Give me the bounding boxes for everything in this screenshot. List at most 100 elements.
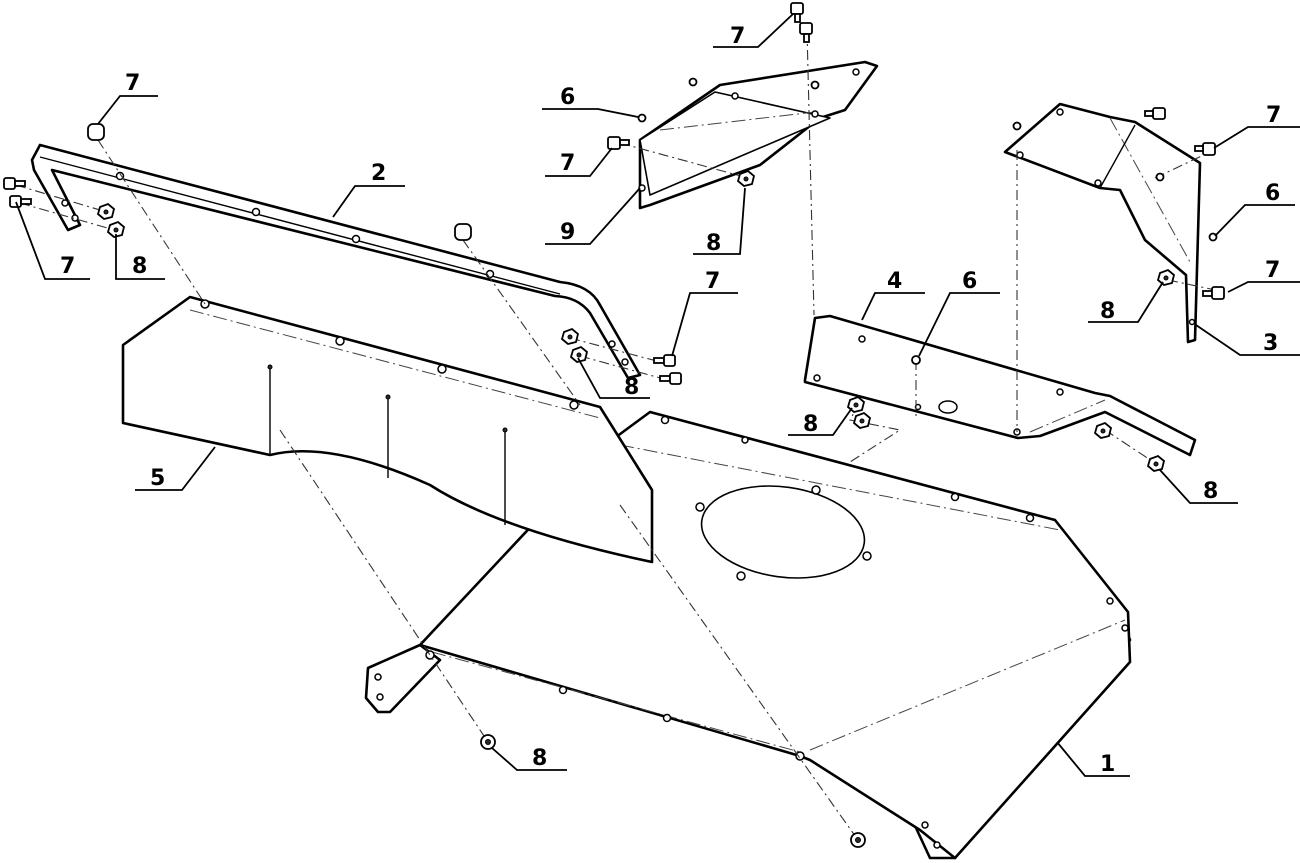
part-9-hole [852, 68, 860, 76]
part-3-hole [1188, 318, 1196, 326]
callout-3: 3 [1195, 324, 1300, 356]
callout-label: 5 [150, 466, 165, 491]
nut-icon [852, 411, 872, 429]
assembly-line [15, 184, 111, 214]
part-1-hole [1025, 513, 1035, 523]
part-1-hole [662, 713, 672, 723]
part-5-slot-end [385, 394, 391, 400]
callout-8: 8 [115, 234, 165, 280]
callout-8: 8 [491, 746, 567, 771]
bolt-icon [1144, 107, 1166, 120]
callout-6: 6 [1214, 181, 1295, 237]
cap-nut-icon [454, 223, 472, 241]
part-4-fold-line [1029, 399, 1106, 433]
callout-8: 8 [788, 407, 853, 437]
bolt-icon [799, 22, 813, 43]
part-2-hole [608, 340, 616, 348]
part-2-hole [351, 234, 361, 244]
nut-icon [569, 345, 589, 363]
part-5-hole [569, 400, 579, 410]
part-9-upper-bracket [638, 60, 879, 210]
cap-nut-icon [87, 123, 105, 141]
part-5-hole [335, 336, 345, 346]
callout-8: 8 [1159, 469, 1238, 504]
assembly-line [97, 139, 206, 305]
part-5-fold-line [189, 309, 601, 419]
part-5-deflector [121, 295, 654, 564]
callout-6: 6 [918, 269, 1000, 357]
callout-label: 8 [132, 254, 147, 279]
bolt-icon [607, 136, 630, 150]
part-2-bar-bracket [30, 143, 642, 380]
part-1-hole [950, 492, 960, 502]
assembly-line [849, 401, 902, 463]
callout-label: 7 [705, 269, 720, 294]
callout-label: 4 [887, 269, 902, 294]
screw-icon [637, 113, 647, 123]
callout-8: 8 [1088, 281, 1164, 324]
part-9-hole [731, 92, 739, 100]
callouts: 7 7 8 2 5 7 8 [15, 13, 1300, 777]
callout-label: 2 [371, 161, 386, 186]
nut-icon [736, 169, 756, 187]
callout-8: 8 [693, 187, 746, 256]
callout-8: 8 [577, 357, 650, 400]
part-1-fold-line [619, 444, 1061, 531]
part-2-hole [621, 358, 629, 366]
callout-5: 5 [135, 446, 216, 491]
screw-icon [810, 80, 820, 90]
part-1-hole [921, 821, 929, 829]
callout-1: 1 [1056, 741, 1130, 777]
screw-icon [688, 77, 698, 87]
callout-7: 7 [1213, 103, 1300, 149]
assembly-line [279, 429, 489, 743]
part-1-hole [933, 841, 941, 849]
part-3-hole [1016, 151, 1024, 159]
hardware [3, 2, 1225, 848]
callout-label: 6 [560, 85, 575, 110]
callout-2: 2 [332, 161, 405, 218]
callout-label: 8 [803, 412, 818, 437]
callout-label: 7 [730, 24, 745, 49]
nut-icon [846, 395, 866, 413]
bolt-icon [659, 372, 682, 385]
callout-label: 6 [962, 269, 977, 294]
part-4-hole [813, 374, 821, 382]
callout-label: 8 [1100, 299, 1115, 324]
part-3-hole [1094, 179, 1102, 187]
part-4-shelf [803, 314, 1197, 457]
callout-label: 7 [60, 254, 75, 279]
assembly-line [19, 202, 119, 232]
callout-label: 7 [1265, 258, 1280, 283]
callout-label: 3 [1263, 331, 1278, 356]
callout-9: 9 [545, 187, 641, 245]
part-4-body [803, 314, 1197, 457]
assembly-line [619, 504, 859, 841]
nut-icon [1146, 454, 1166, 472]
assembly-line [619, 142, 749, 179]
bolt-icon [653, 354, 676, 367]
part-4-opening [938, 400, 958, 414]
callout-7: 7 [97, 71, 158, 125]
part-1-hole [862, 551, 872, 561]
bolt-icon [9, 195, 32, 208]
callout-label: 1 [1100, 752, 1115, 777]
callout-label: 9 [560, 220, 575, 245]
callout-7: 7 [545, 147, 613, 177]
part-1-hole [1106, 597, 1114, 605]
part-1-hole [425, 650, 435, 660]
nut-icon [96, 202, 116, 220]
part-1-hole [695, 502, 705, 512]
part-1-hole [741, 436, 749, 444]
part-2-hole [115, 171, 125, 181]
part-1-hole [736, 571, 746, 581]
part-1-hole [1121, 624, 1129, 632]
part-3-hole [1056, 108, 1064, 116]
part-1-hole [558, 685, 568, 695]
callout-7: 7 [15, 201, 90, 280]
screw-icon [1012, 121, 1022, 131]
nut-icon [1156, 268, 1176, 286]
callout-label: 8 [532, 746, 547, 771]
callout-7: 7 [1227, 258, 1300, 293]
